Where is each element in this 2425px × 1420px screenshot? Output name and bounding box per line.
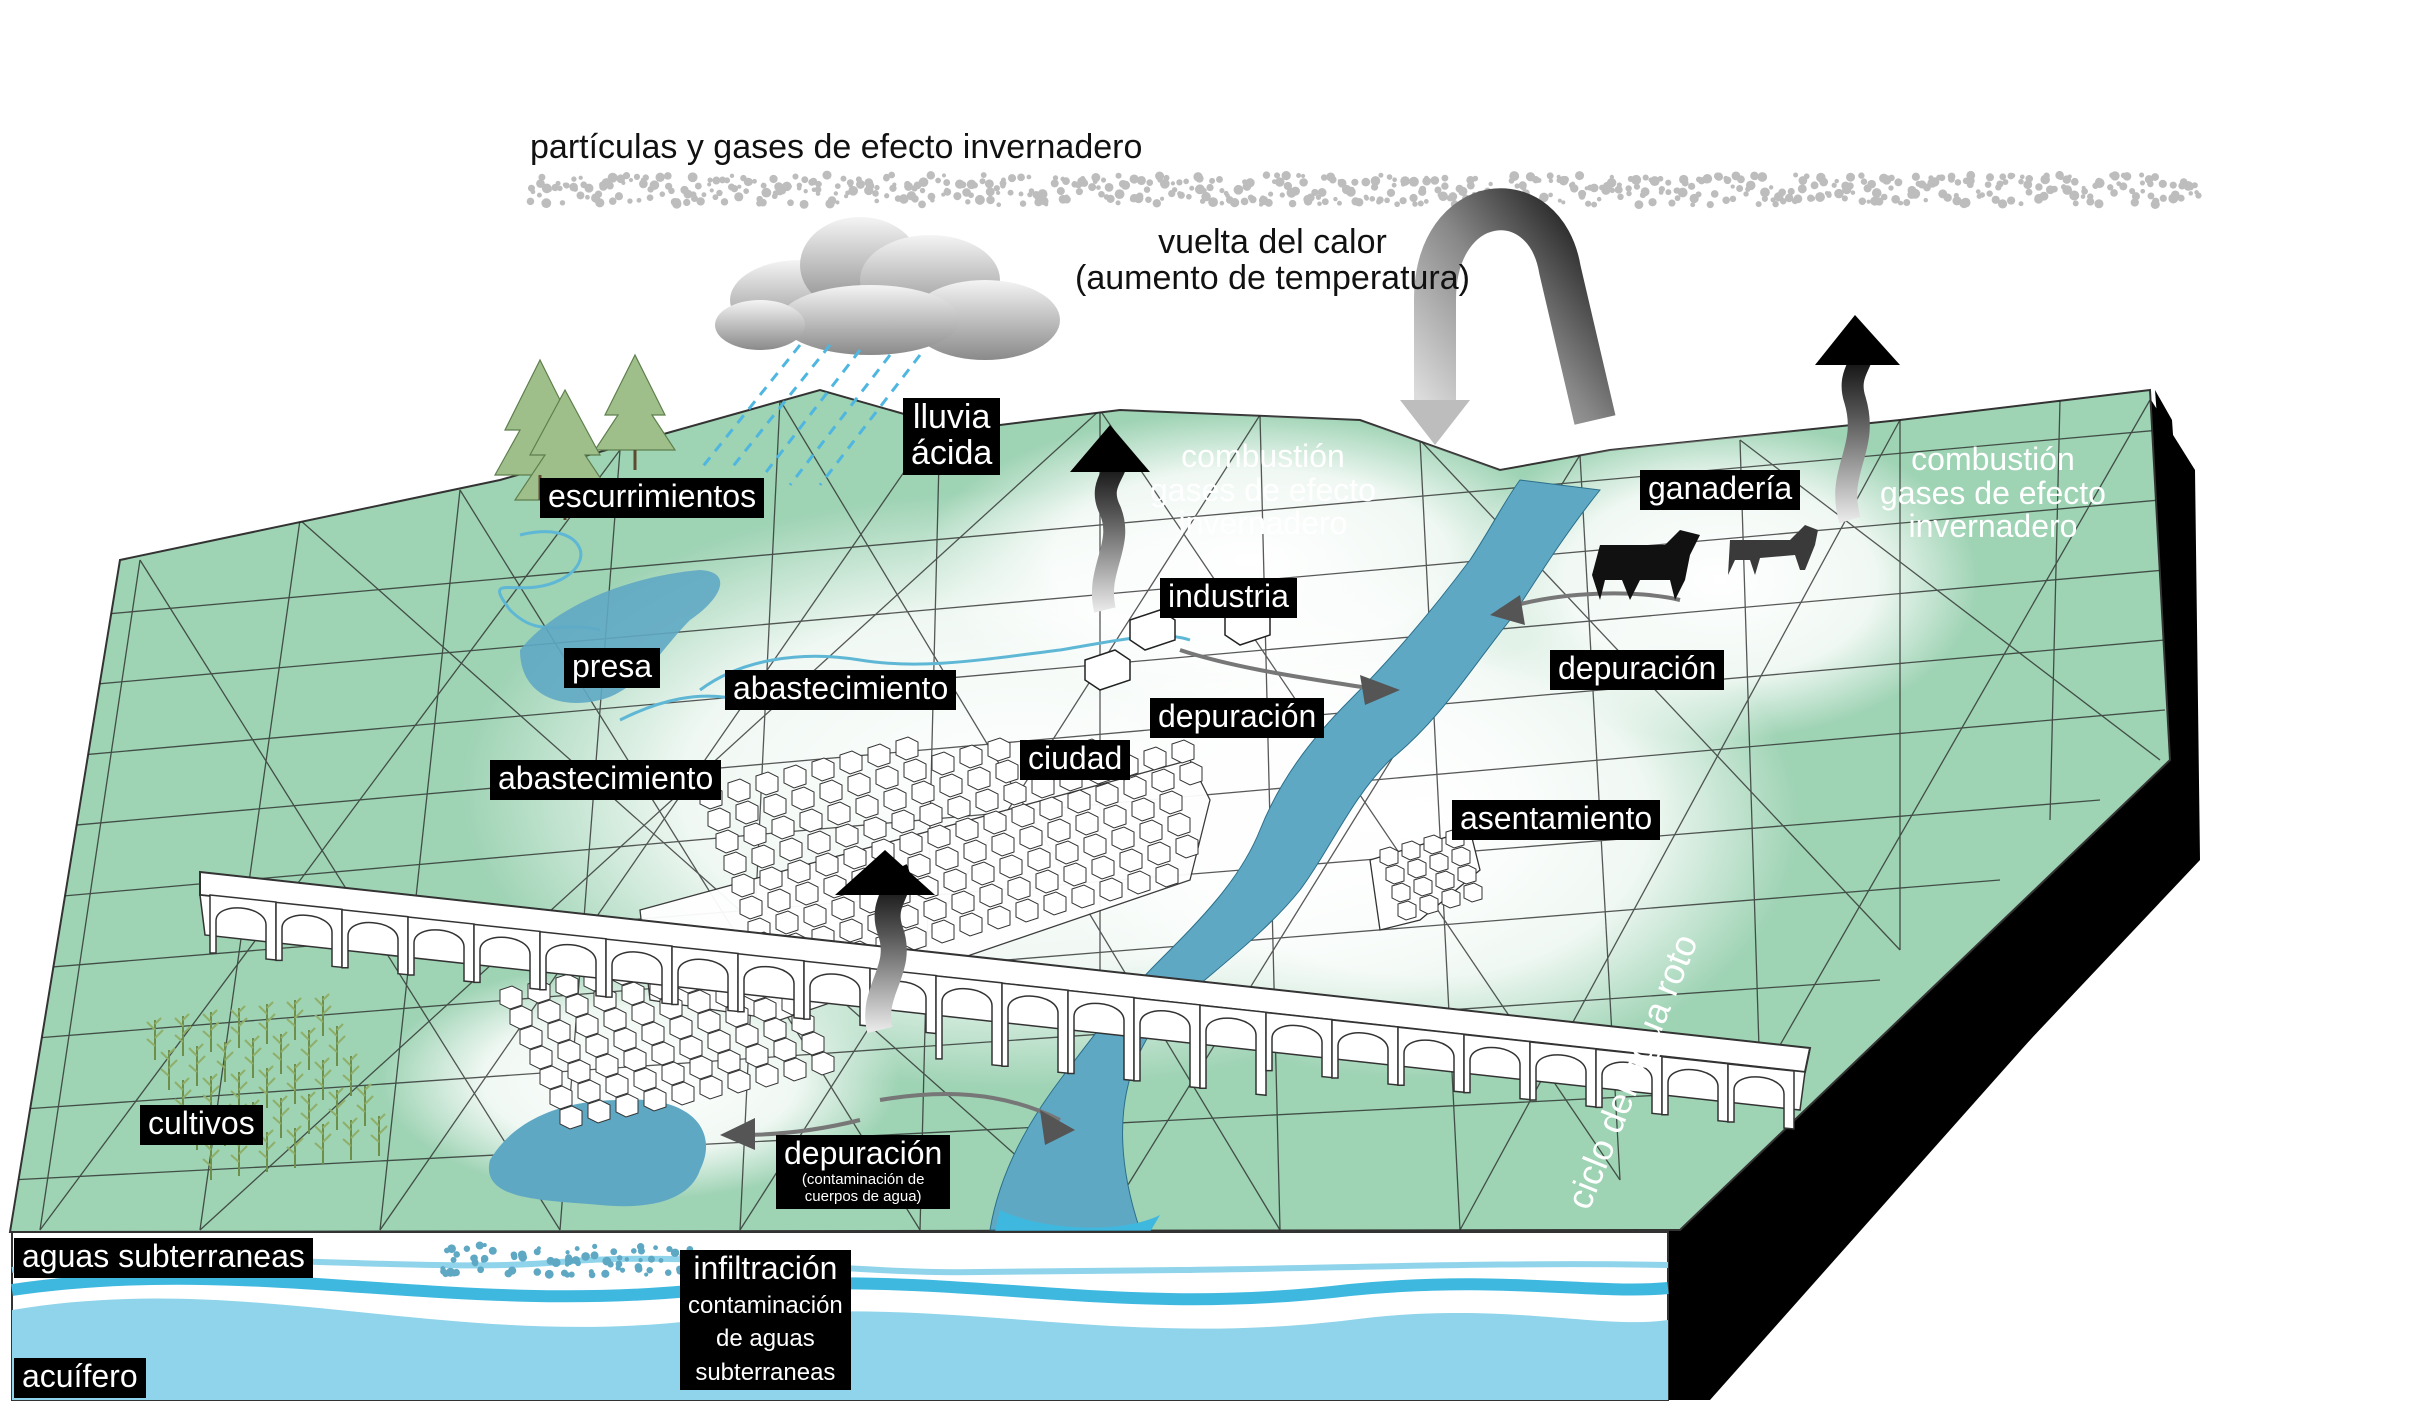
treatment-note-line-1: (contaminación de [784, 1171, 942, 1188]
heat-return-line-1: vuelta del calor [1158, 223, 1387, 261]
treatment-label-river: depuración [1150, 698, 1324, 738]
supply-label-1: abastecimiento [725, 670, 956, 710]
infiltration-main: infiltración [693, 1250, 837, 1286]
treatment-note-line-2: cuerpos de agua) [784, 1188, 942, 1205]
aquifer-label: acuífero [14, 1358, 146, 1398]
acid-rain-label: lluvia ácida [903, 398, 1000, 475]
combustion-line-2: gases de efecto [1150, 472, 1376, 508]
treatment-label-lagoon: depuración (contaminación de cuerpos de … [776, 1135, 950, 1209]
combustion-label-livestock: combustión gases de efecto invernadero [1880, 443, 2106, 544]
heat-return-label: vuelta del calor (aumento de temperatura… [1075, 225, 1470, 296]
acid-rain-line-2: ácida [911, 434, 992, 472]
acid-rain-line-1: lluvia [913, 398, 990, 436]
combustion-line-3b: invernadero [1908, 508, 2077, 544]
combustion-line-3: invernadero [1178, 505, 1347, 541]
treatment-lagoon-main: depuración [784, 1135, 942, 1171]
combustion-line-2b: gases de efecto [1880, 475, 2106, 511]
infiltration-label: infiltración contaminación de aguas subt… [680, 1250, 851, 1390]
particles-label: partículas y gases de efecto invernadero [530, 130, 1142, 166]
runoff-label: escurrimientos [540, 478, 764, 518]
dam-label: presa [564, 648, 660, 688]
groundwater-label: aguas subterraneas [14, 1238, 313, 1278]
infiltration-note-1: contaminación [688, 1292, 843, 1319]
livestock-label: ganadería [1640, 470, 1800, 510]
infiltration-note-3: subterraneas [695, 1359, 835, 1386]
combustion-line-1b: combustión [1911, 441, 2075, 477]
particle-band [527, 171, 2202, 209]
settlement-label: asentamiento [1452, 800, 1660, 840]
industry-label: industria [1160, 578, 1297, 618]
combustion-line-1: combustión [1181, 438, 1345, 474]
city-label: ciudad [1020, 740, 1130, 780]
infiltration-note-2: de aguas [716, 1325, 815, 1352]
supply-label-2: abastecimiento [490, 760, 721, 800]
treatment-label-livestock: depuración [1550, 650, 1724, 690]
crops-label: cultivos [140, 1105, 263, 1145]
combustion-label-industry: combustión gases de efecto invernadero [1150, 440, 1376, 541]
heat-return-line-2: (aumento de temperatura) [1075, 259, 1470, 297]
